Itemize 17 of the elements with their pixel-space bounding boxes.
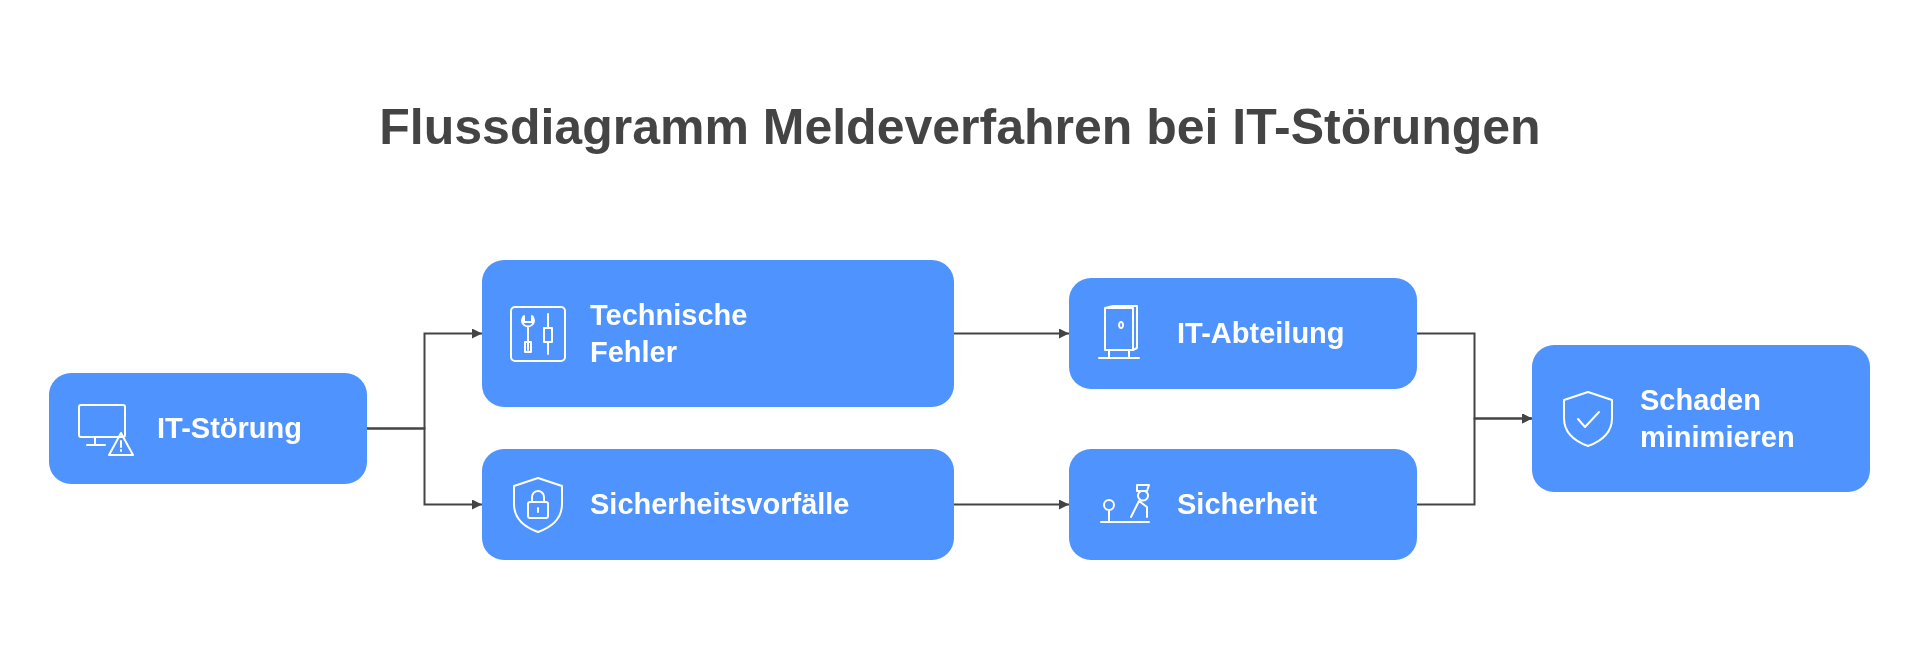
box-label: Sicherheitsvorfälle	[590, 487, 850, 523]
process-box	[49, 373, 367, 484]
process-box	[1069, 449, 1417, 560]
process-box	[1532, 345, 1870, 492]
box-label: IT-Abteilung	[1177, 316, 1345, 352]
box-label: Technische Fehler	[590, 298, 749, 370]
process-box	[1069, 278, 1417, 389]
process-box	[482, 449, 954, 560]
connector-arrow	[953, 499, 1070, 510]
diagram-title: Flussdiagramm Meldeverfahren bei IT-Störungen	[378, 98, 1542, 156]
box-label: Schaden minimieren	[1640, 383, 1796, 455]
connector-arrow	[953, 328, 1070, 339]
connector-arrow	[1416, 413, 1533, 506]
connector-arrow	[366, 427, 483, 510]
box-label: Sicherheit	[1177, 487, 1318, 523]
box-label: IT-Störung	[157, 411, 302, 447]
process-box	[482, 260, 954, 407]
